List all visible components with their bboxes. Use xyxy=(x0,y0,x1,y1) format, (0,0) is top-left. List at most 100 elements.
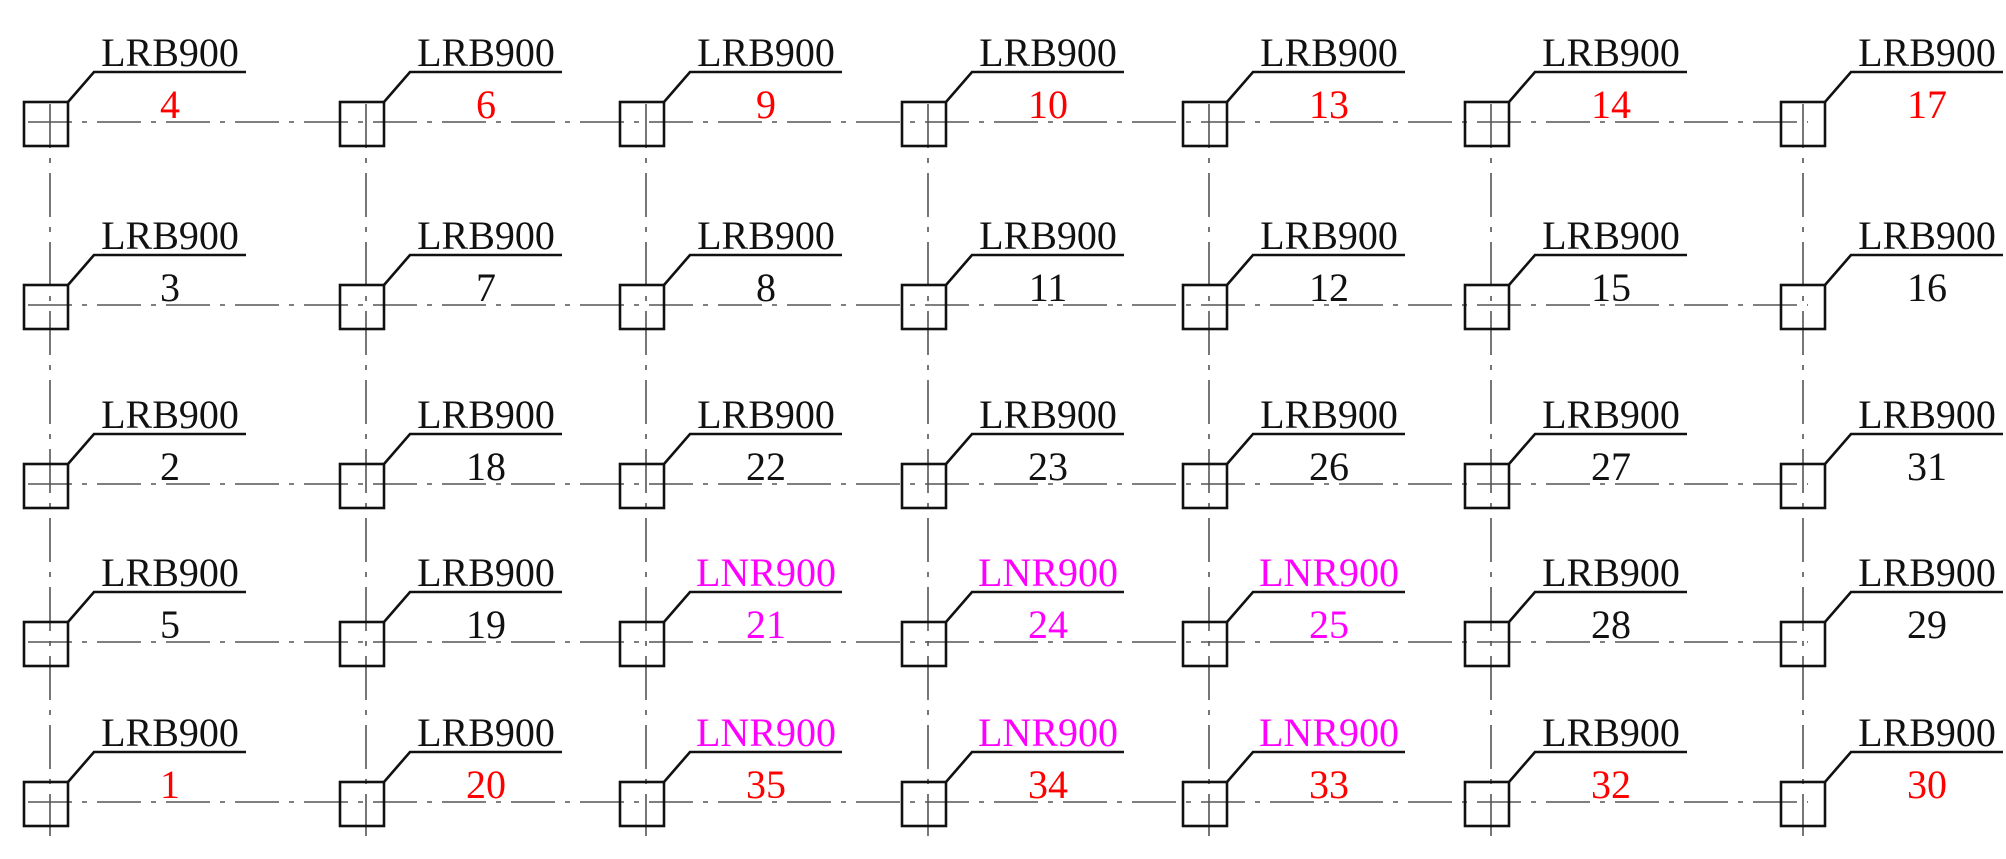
bearing-type-label: LRB900 xyxy=(101,550,239,595)
bearing-square xyxy=(22,100,70,148)
bearing-number-label: 27 xyxy=(1591,444,1631,489)
bearing-number-label: 2 xyxy=(160,444,180,489)
bearing-square xyxy=(900,100,948,148)
leader-line xyxy=(67,253,246,286)
leader-line xyxy=(1508,590,1687,623)
leader-line xyxy=(383,432,562,465)
bearing-type-label: LNR900 xyxy=(696,550,836,595)
bearing-square xyxy=(1463,780,1511,828)
bearing-type-label: LRB900 xyxy=(1542,550,1680,595)
leader-line xyxy=(383,590,562,623)
bearing-square xyxy=(900,462,948,510)
leader-line xyxy=(1508,750,1687,783)
leader-line xyxy=(945,253,1124,286)
bearing-square xyxy=(900,780,948,828)
leader-line xyxy=(945,70,1124,103)
bearing-square xyxy=(1463,100,1511,148)
bearing-type-label: LRB900 xyxy=(1858,392,1996,437)
bearing-type-label: LRB900 xyxy=(697,213,835,258)
bearing-number-label: 13 xyxy=(1309,82,1349,127)
bearing-number-label: 23 xyxy=(1028,444,1068,489)
bearing-type-label: LRB900 xyxy=(101,710,239,755)
bearing-number-label: 17 xyxy=(1907,82,1947,127)
bearing-number-label: 14 xyxy=(1591,82,1631,127)
bearing-square xyxy=(900,283,948,331)
bearing-type-label: LRB900 xyxy=(417,710,555,755)
bearing-marker: LRB900 22 xyxy=(618,392,842,510)
bearing-type-label: LRB900 xyxy=(1542,30,1680,75)
leader-line xyxy=(1226,70,1405,103)
bearing-type-label: LRB900 xyxy=(1260,30,1398,75)
bearing-number-label: 30 xyxy=(1907,762,1947,807)
bearing-square xyxy=(1779,462,1827,510)
leader-line xyxy=(945,432,1124,465)
bearing-number-label: 22 xyxy=(746,444,786,489)
bearing-marker: LRB900 23 xyxy=(900,392,1124,510)
bearing-number-label: 4 xyxy=(160,82,180,127)
leader-line xyxy=(1226,750,1405,783)
bearing-type-label: LRB900 xyxy=(417,213,555,258)
bearing-square xyxy=(618,780,666,828)
bearing-square xyxy=(618,462,666,510)
leader-line xyxy=(663,253,842,286)
bearing-square xyxy=(1181,283,1229,331)
bearing-type-label: LRB900 xyxy=(1260,213,1398,258)
bearing-square xyxy=(1779,620,1827,668)
bearing-number-label: 33 xyxy=(1309,762,1349,807)
bearing-type-label: LRB900 xyxy=(1260,392,1398,437)
bearing-type-label: LRB900 xyxy=(101,392,239,437)
bearing-marker: LRB900 8 xyxy=(618,213,842,331)
bearing-marker: LRB900 11 xyxy=(900,213,1124,331)
bearing-type-label: LRB900 xyxy=(979,392,1117,437)
bearing-type-label: LRB900 xyxy=(697,392,835,437)
bearing-square xyxy=(1779,780,1827,828)
bearing-number-label: 35 xyxy=(746,762,786,807)
bearing-number-label: 1 xyxy=(160,762,180,807)
bearing-number-label: 3 xyxy=(160,265,180,310)
bearing-number-label: 29 xyxy=(1907,602,1947,647)
bearing-marker: LRB900 2 xyxy=(22,392,246,510)
bearing-type-label: LNR900 xyxy=(1259,550,1399,595)
bearing-square xyxy=(1181,620,1229,668)
bearing-type-label: LNR900 xyxy=(696,710,836,755)
bearing-type-label: LNR900 xyxy=(978,550,1118,595)
leader-line xyxy=(1824,590,2003,623)
leader-line xyxy=(1226,432,1405,465)
bearing-type-label: LRB900 xyxy=(101,213,239,258)
bearing-square xyxy=(338,620,386,668)
bearing-number-label: 8 xyxy=(756,265,776,310)
bearing-square xyxy=(618,100,666,148)
bearing-type-label: LRB900 xyxy=(1542,710,1680,755)
bearing-type-label: LRB900 xyxy=(979,213,1117,258)
bearing-square xyxy=(618,620,666,668)
bearing-marker: LRB900 4 xyxy=(22,30,246,148)
bearing-square xyxy=(338,462,386,510)
leader-line xyxy=(663,590,842,623)
bearing-number-label: 16 xyxy=(1907,265,1947,310)
bearing-number-label: 11 xyxy=(1029,265,1068,310)
leader-line xyxy=(383,70,562,103)
bearing-number-label: 10 xyxy=(1028,82,1068,127)
bearing-type-label: LRB900 xyxy=(101,30,239,75)
bearing-square xyxy=(618,283,666,331)
leader-line xyxy=(1824,253,2003,286)
bearing-type-label: LRB900 xyxy=(417,392,555,437)
leader-line xyxy=(1508,253,1687,286)
bearing-markers: LRB9004LRB9006LRB9009LRB90010LRB90013LRB… xyxy=(22,30,2003,828)
bearing-type-label: LRB900 xyxy=(1858,213,1996,258)
bearing-square xyxy=(22,620,70,668)
